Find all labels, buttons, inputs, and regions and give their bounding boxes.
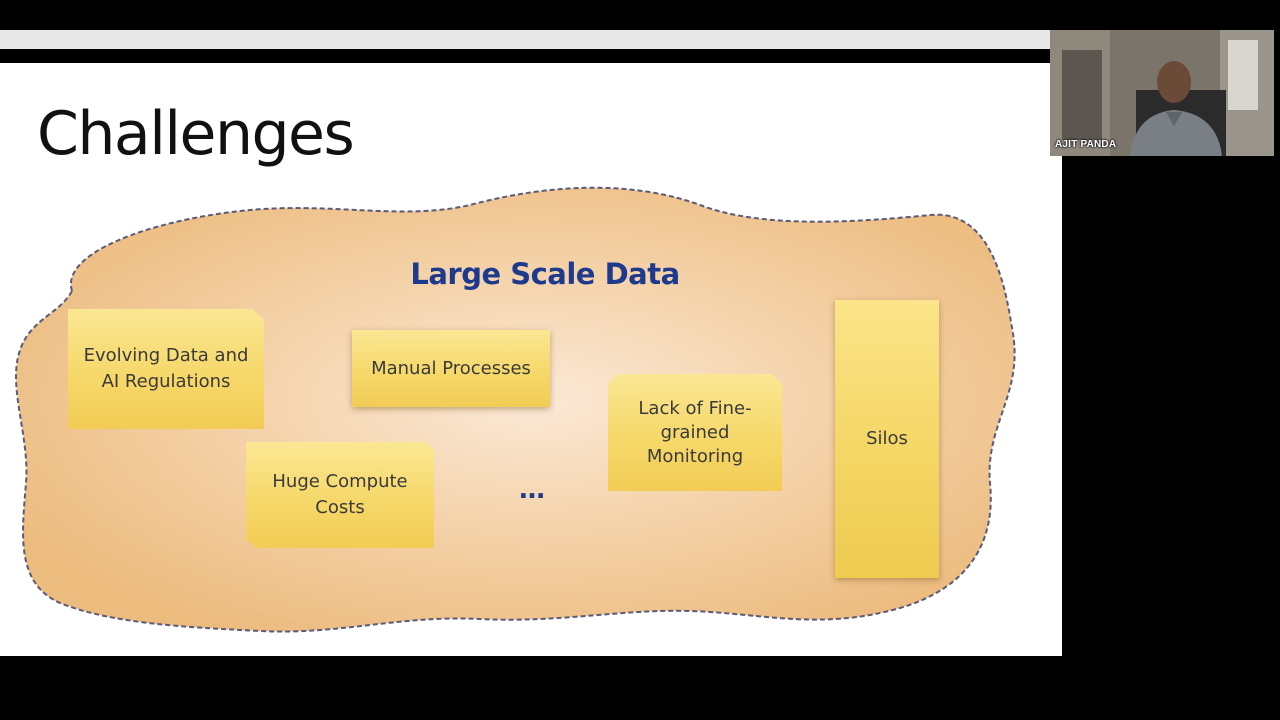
card-evolving-regulations: Evolving Data and AI Regulations xyxy=(68,309,264,429)
presentation-slide: Challenges Large Scale Data Evolving Dat… xyxy=(0,63,1062,656)
card-manual-processes: Manual Processes xyxy=(352,330,550,407)
card-huge-compute-costs: Huge Compute Costs xyxy=(246,442,434,548)
card-huge-compute-costs-label: Huge Compute Costs xyxy=(272,471,408,518)
participant-video-feed xyxy=(1050,30,1274,156)
ellipsis-more: … xyxy=(519,475,545,505)
card-lack-monitoring: Lack of Fine-grained Monitoring xyxy=(608,374,782,491)
card-silos: Silos xyxy=(835,300,939,578)
participant-video-tile[interactable]: AJIT PANDA xyxy=(1050,30,1274,156)
cloud-heading: Large Scale Data xyxy=(410,257,680,291)
screen-share-top-bar xyxy=(0,30,1050,49)
card-lack-monitoring-label: Lack of Fine-grained Monitoring xyxy=(638,397,752,467)
card-evolving-regulations-label: Evolving Data and AI Regulations xyxy=(83,345,249,392)
slide-title: Challenges xyxy=(37,99,355,169)
card-manual-processes-label: Manual Processes xyxy=(371,357,531,379)
card-silos-label: Silos xyxy=(866,428,908,449)
participant-name-label: AJIT PANDA xyxy=(1055,139,1117,150)
